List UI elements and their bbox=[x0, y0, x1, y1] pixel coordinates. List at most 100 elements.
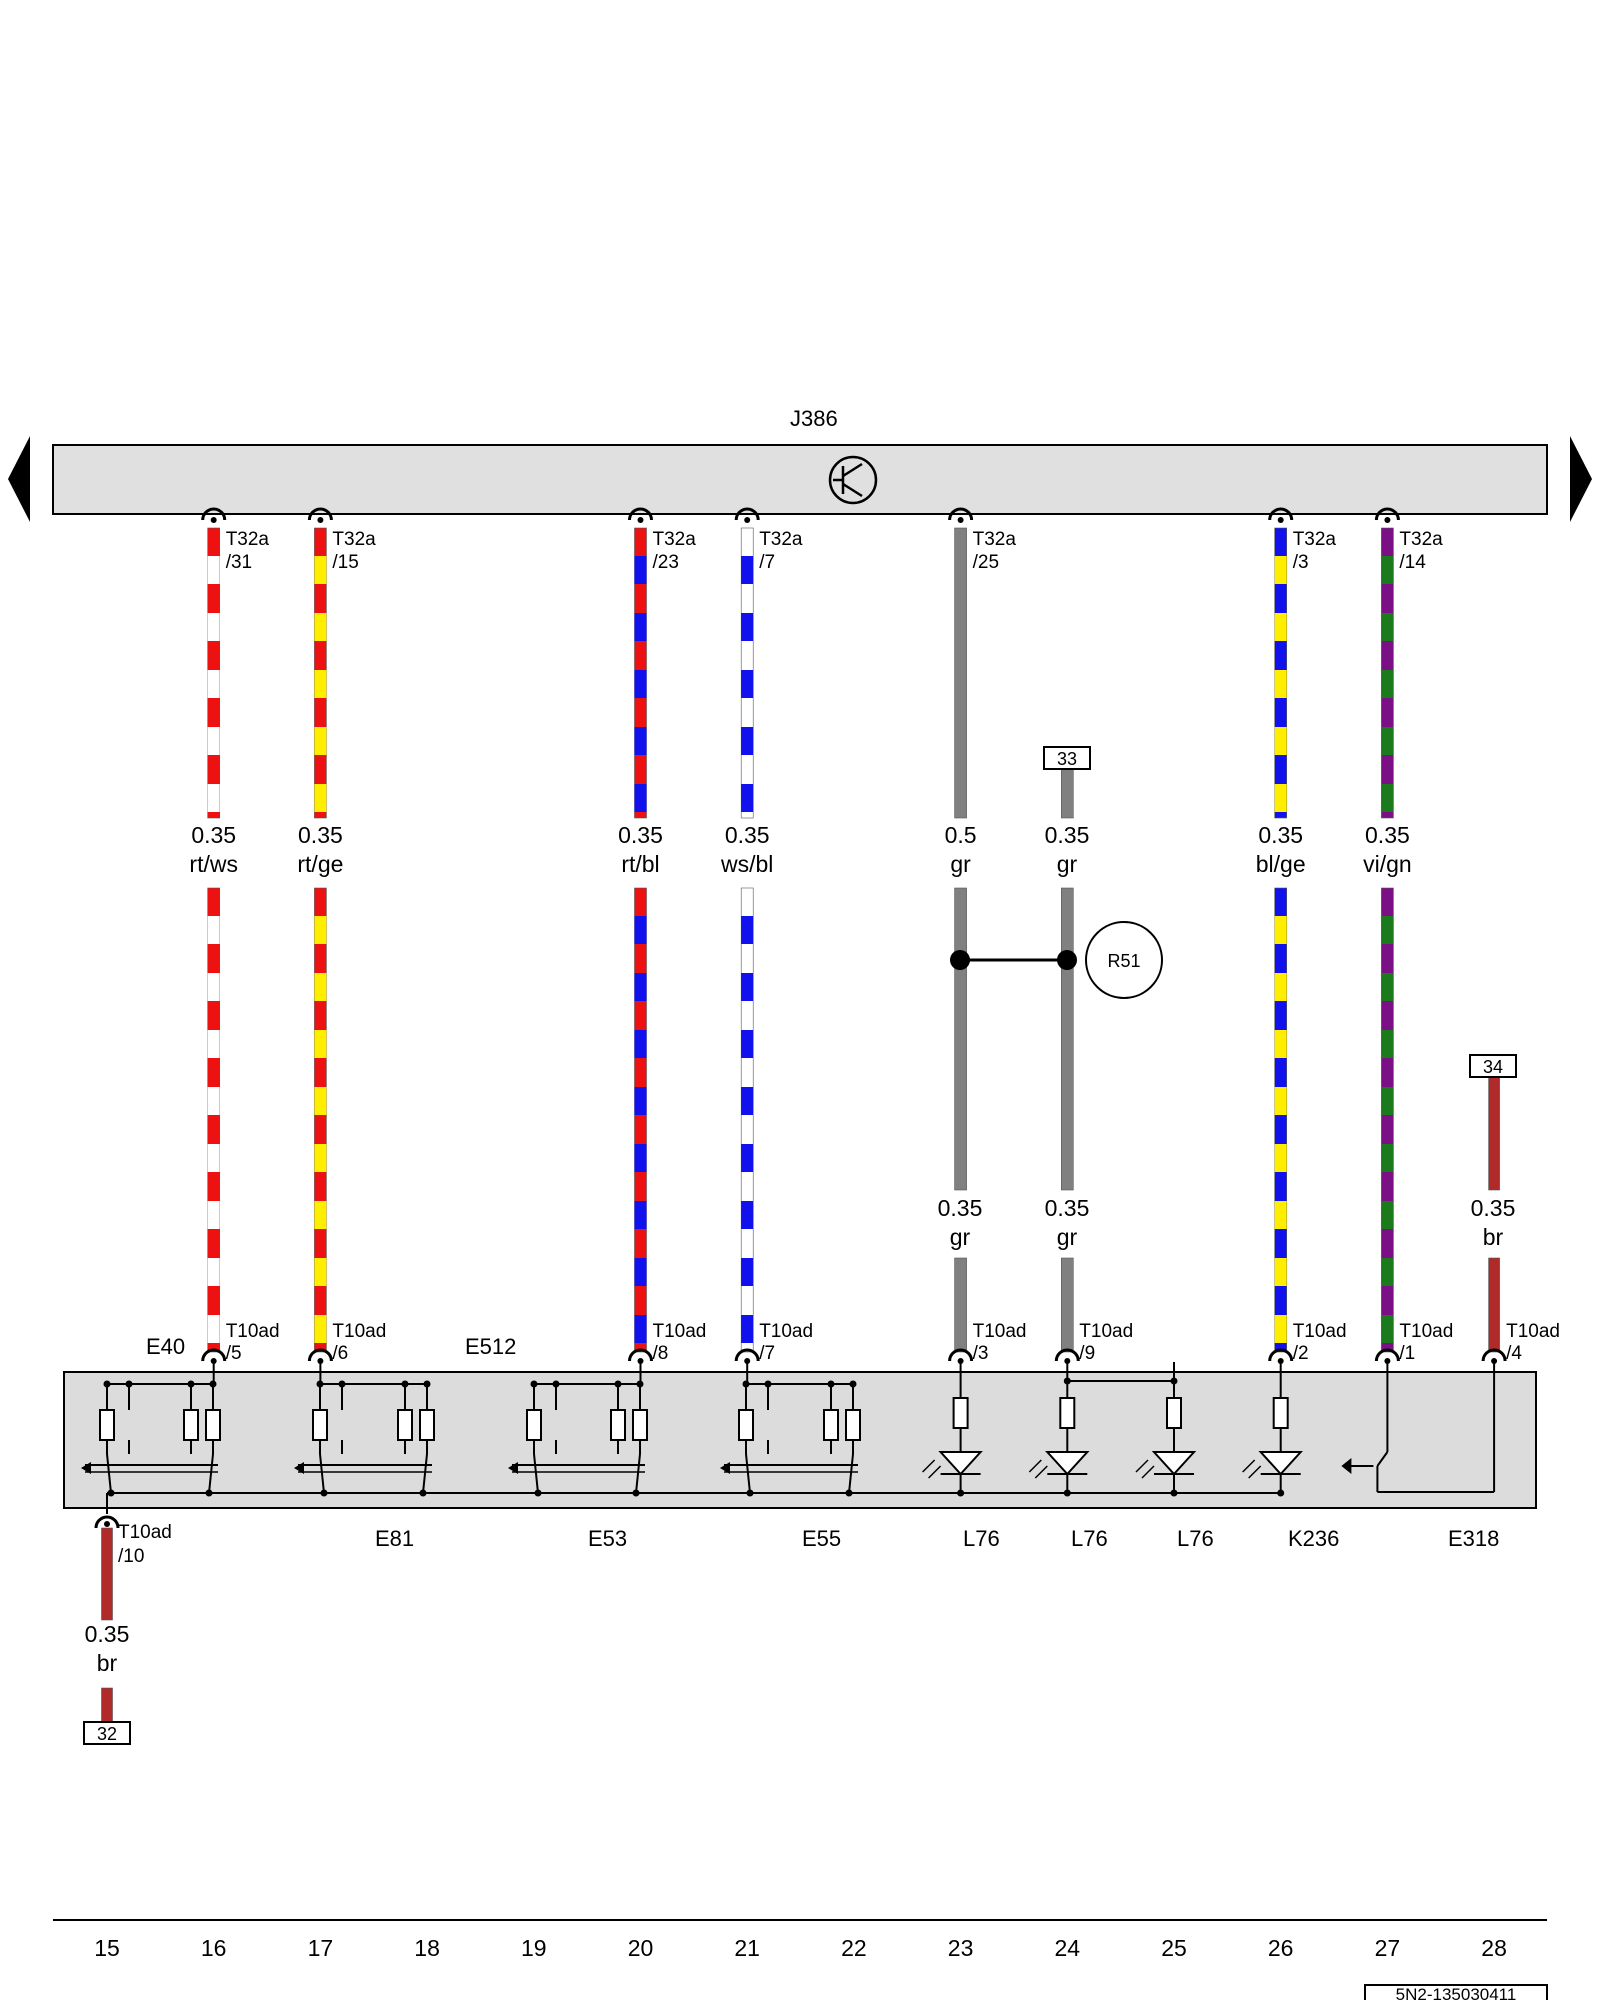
wire-23-bottom-base bbox=[954, 1257, 967, 1353]
ref-box-32[interactable]: 32 bbox=[83, 1721, 131, 1745]
wire-20-lower-stripe bbox=[634, 1258, 647, 1286]
bottom-jack-28[interactable] bbox=[1481, 1348, 1507, 1364]
wire-23-upper[interactable] bbox=[954, 527, 967, 819]
wire-27-upper[interactable] bbox=[1381, 527, 1394, 819]
switch-e40-contact-r bbox=[208, 1453, 214, 1494]
wire-28-upper[interactable] bbox=[1488, 1076, 1500, 1191]
top-color-16: rt/ws bbox=[189, 851, 238, 877]
column-16: 16 bbox=[201, 1935, 227, 1961]
wire-16-upper[interactable] bbox=[207, 527, 220, 819]
wire-16-lower-base bbox=[207, 887, 220, 1353]
top-jack-27[interactable] bbox=[1374, 507, 1400, 523]
top-jack-20-dot bbox=[637, 517, 644, 523]
wire-20-upper[interactable] bbox=[634, 527, 647, 819]
bottom-jack-26-dot bbox=[1277, 1358, 1284, 1364]
wire-21-upper-stripe bbox=[741, 784, 754, 812]
ref-box-34[interactable]: 34 bbox=[1469, 1054, 1517, 1078]
bottom-jack-24[interactable] bbox=[1054, 1348, 1080, 1364]
wire-26-lower-stripe bbox=[1274, 973, 1287, 1001]
wire-23-bottom[interactable] bbox=[954, 1257, 967, 1353]
wire-17-upper[interactable] bbox=[314, 527, 327, 819]
wire-21-upper[interactable] bbox=[740, 527, 754, 819]
wire-17-lower[interactable] bbox=[314, 887, 327, 1353]
wire-26-upper[interactable] bbox=[1274, 527, 1287, 819]
top-color-27: vi/gn bbox=[1363, 851, 1412, 877]
wire-16-lower[interactable] bbox=[207, 887, 220, 1353]
wire-20-lower[interactable] bbox=[634, 887, 647, 1353]
triangle-right-icon[interactable] bbox=[1570, 436, 1592, 522]
switch-e40-contact-l bbox=[106, 1453, 112, 1494]
bottom-pin-17: /6 bbox=[332, 1343, 348, 1364]
wire-23-lower[interactable] bbox=[954, 887, 967, 1191]
led-l76-c bbox=[1135, 1362, 1197, 1497]
bottom-jack-16[interactable] bbox=[201, 1348, 227, 1364]
wire-15-lower[interactable] bbox=[101, 1687, 113, 1723]
column-27: 27 bbox=[1375, 1935, 1401, 1961]
wire-27-lower[interactable] bbox=[1381, 887, 1394, 1353]
bottom-pin-20: /8 bbox=[653, 1343, 669, 1364]
splice-node-24 bbox=[1057, 950, 1077, 970]
led-l76-c-resistor bbox=[1166, 1397, 1182, 1429]
triangle-left-icon[interactable] bbox=[8, 436, 30, 522]
bottom-jack-20[interactable] bbox=[628, 1348, 653, 1364]
switch-e81 bbox=[294, 1362, 432, 1497]
wire-28-lower[interactable] bbox=[1488, 1257, 1500, 1353]
top-color-20: rt/bl bbox=[621, 851, 659, 877]
wire-17-lower-stripe bbox=[314, 973, 327, 1001]
wire-16-lower-stripe bbox=[207, 916, 220, 944]
top-size-16: 0.35 bbox=[191, 822, 236, 848]
component-label-2: E55 bbox=[802, 1526, 841, 1551]
bottom-jack-27[interactable] bbox=[1374, 1348, 1400, 1364]
top-jack-21[interactable] bbox=[734, 507, 760, 523]
top-jack-23[interactable] bbox=[948, 507, 974, 523]
top-size-20: 0.35 bbox=[618, 822, 663, 848]
wire-24-bottom[interactable] bbox=[1061, 1257, 1074, 1353]
bottom-pin-16: /5 bbox=[226, 1343, 242, 1364]
switch-e81-resistor bbox=[397, 1409, 413, 1441]
wire-26-upper-stripe bbox=[1274, 727, 1287, 755]
top-jack-17[interactable] bbox=[307, 507, 333, 523]
top-jack-17-arc bbox=[307, 507, 333, 521]
top-jack-20-arc bbox=[628, 507, 653, 521]
top-jack-27-arc bbox=[1374, 507, 1400, 521]
wire-23-upper-base bbox=[954, 527, 967, 819]
wire-16-lower-stripe bbox=[207, 1030, 220, 1058]
wire-24-upper[interactable] bbox=[1061, 768, 1074, 819]
top-jack-20[interactable] bbox=[628, 507, 653, 523]
top-jack-16-dot bbox=[210, 517, 217, 523]
bottom-conn-26: T10ad bbox=[1293, 1321, 1347, 1342]
led-l76-c-diode bbox=[1151, 1451, 1197, 1476]
switch-e55-contact-r bbox=[848, 1453, 854, 1494]
wire-16-upper-stripe bbox=[207, 670, 220, 698]
bottom-jack-27-dot bbox=[1384, 1358, 1391, 1364]
wire-20-lower-stripe bbox=[634, 1144, 647, 1172]
ref-box-33[interactable]: 33 bbox=[1043, 746, 1091, 770]
switch-e53-resistor bbox=[526, 1409, 542, 1441]
wire-17-upper-stripe bbox=[314, 784, 327, 812]
bottom-jack-17-dot bbox=[317, 1358, 324, 1364]
bottom-conn-28: T10ad bbox=[1506, 1321, 1560, 1342]
wire-15-upper[interactable] bbox=[101, 1527, 113, 1621]
top-jack-26[interactable] bbox=[1268, 507, 1294, 523]
top-pin-20: /23 bbox=[653, 552, 679, 573]
led-k236-ray bbox=[1248, 1465, 1262, 1479]
top-conn-27: T32a bbox=[1399, 529, 1443, 550]
wire-20-upper-stripe bbox=[634, 556, 647, 584]
wire-21-lower-stripe bbox=[741, 1258, 754, 1286]
wire-17-upper-stripe bbox=[314, 670, 327, 698]
bottom-jack-26[interactable] bbox=[1268, 1348, 1294, 1364]
wire-21-lower[interactable] bbox=[740, 887, 754, 1353]
r51-circle bbox=[1085, 921, 1163, 999]
bottom-jack-23[interactable] bbox=[948, 1348, 974, 1364]
wire-26-lower-base bbox=[1274, 887, 1287, 1353]
wire-27-lower-stripe bbox=[1381, 1201, 1394, 1229]
bottom-jack-24-arc bbox=[1054, 1348, 1080, 1362]
bottom-jack-17[interactable] bbox=[307, 1348, 333, 1364]
top-jack-16[interactable] bbox=[201, 507, 227, 523]
bottom-jack-21[interactable] bbox=[734, 1348, 760, 1364]
bottom-conn-24: T10ad bbox=[1079, 1321, 1133, 1342]
led-k236-bus-node bbox=[1277, 1489, 1285, 1497]
wire-26-lower[interactable] bbox=[1274, 887, 1287, 1353]
bottom-jack-15[interactable] bbox=[94, 1515, 120, 1529]
wire-24-lower[interactable] bbox=[1061, 887, 1074, 1191]
